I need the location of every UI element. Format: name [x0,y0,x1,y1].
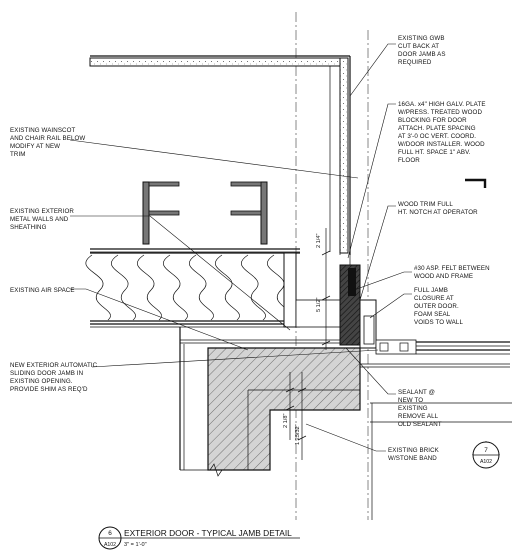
dimension-2-1-4: 2 1/4" [316,234,322,248]
sliding-door-panels [360,341,510,368]
leader-lines [69,43,412,452]
note-air-space: EXISTING AIR SPACE [10,287,75,294]
steel-angle [465,178,487,188]
note-existing-wainscot: EXISTING WAINSCOT AND CHAIR RAIL BELOW M… [10,127,87,158]
insulation-band [85,252,300,322]
existing-brick [207,347,361,471]
existing-gwb-wall [89,55,351,255]
detail-bubble-sheet: A102 [480,459,492,465]
note-sealant: SEALANT @ NEW TO EXISTING REMOVE ALL OLD… [398,389,442,428]
note-existing-gwb: EXISTING GWB CUT BACK AT DOOR JAMB AS RE… [398,35,447,66]
note-asphalt-felt: #30 ASP. FELT BETWEEN WOOD AND FRAME [414,265,492,280]
detail-title: EXTERIOR DOOR - TYPICAL JAMB DETAIL [124,528,292,538]
dimension-lines [285,228,331,460]
door-jamb-framing [283,252,417,355]
detail-title-block: 6 A102 EXTERIOR DOOR - TYPICAL JAMB DETA… [98,526,300,550]
steel-stud [142,181,268,245]
dimension-1-25-32: 1 25/32" [295,424,301,445]
title-bubble-number: 6 [108,530,112,537]
title-bubble-sheet: A102 [104,542,116,548]
dimension-5-1-2: 5 1/2" [316,298,322,312]
note-wood-trim: WOOD TRIM FULL HT. NOTCH AT OPERATOR [398,201,478,216]
note-galv-plate: 16GA. x4" HIGH GALV. PLATE W/PRESS. TREA… [398,101,487,164]
dimension-2-1-8: 2 1/8" [283,414,289,428]
note-automatic-door: NEW EXTERIOR AUTOMATIC SLIDING DOOR JAMB… [10,362,99,393]
note-metal-walls: EXISTING EXTERIOR METAL WALLS AND SHEATH… [10,208,76,231]
detail-bubble-number: 7 [484,447,488,454]
detail-scale: 3" = 1'-0" [124,542,147,548]
detail-reference-bubble[interactable]: 7 A102 [472,441,500,469]
note-existing-brick: EXISTING BRICK W/STONE BAND [388,447,441,462]
note-jamb-closure: FULL JAMB CLOSURE AT OUTER DOOR. FOAM SE… [414,287,463,326]
